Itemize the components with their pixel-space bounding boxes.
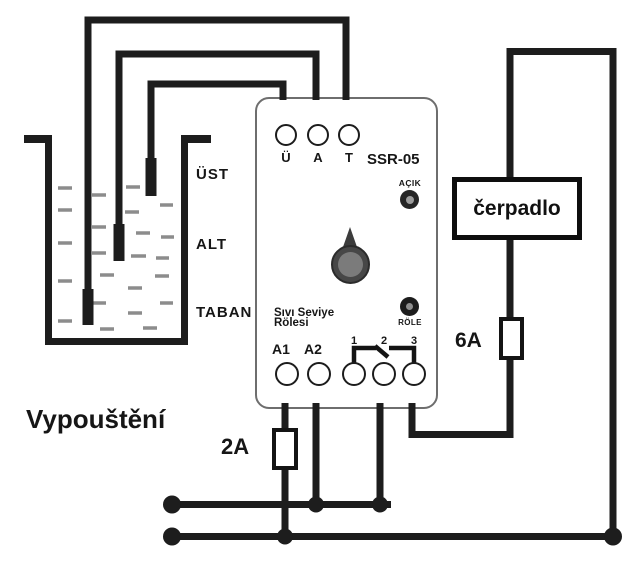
water-ripples	[58, 185, 174, 331]
device-name-line1: Sıvı Seviye	[274, 307, 335, 319]
adjustment-knob	[331, 245, 370, 284]
knob-pointer-icon	[343, 227, 357, 247]
relay-device: Ü A T SSR-05 AÇIK Sıvı Seviye Rölesi RÖL…	[255, 97, 438, 409]
device-name: Sıvı Seviye Rölesi	[274, 307, 335, 329]
fuse-6a-label: 6A	[455, 329, 482, 352]
tank	[24, 135, 211, 345]
terminal-circle-1	[342, 362, 366, 386]
terminal-circle-3	[402, 362, 426, 386]
terminal-label-u: Ü	[281, 150, 291, 165]
caption-vypousteni: Vypouštění	[26, 404, 166, 434]
terminal-circle-u	[275, 124, 297, 146]
changeover-contact-icon	[351, 344, 417, 363]
terminal-circle-2	[372, 362, 396, 386]
level-label-alt: ALT	[196, 236, 228, 253]
terminal-circle-a2	[307, 362, 331, 386]
pump-label: čerpadlo	[473, 196, 561, 220]
junction-dots	[163, 495, 622, 546]
terminal-circle-t	[338, 124, 360, 146]
terminal-label-a: A	[313, 150, 323, 165]
level-label-ust: ÜST	[196, 166, 229, 183]
model-label: SSR-05	[367, 151, 420, 168]
fuse-6a-icon	[499, 317, 524, 360]
power-led-label: AÇIK	[398, 178, 422, 188]
level-label-taban: TABAN	[196, 304, 253, 321]
contact-label-1: 1	[350, 335, 358, 347]
terminal-label-a1: A1	[272, 341, 290, 357]
wire-pump-loop	[408, 48, 617, 537]
terminal-label-t: T	[345, 150, 353, 165]
pump-box: čerpadlo	[452, 177, 582, 240]
relay-led-icon	[400, 297, 419, 316]
terminal-circle-a	[307, 124, 329, 146]
fuse-2a-icon	[272, 428, 298, 470]
contact-label-2: 2	[380, 335, 388, 347]
terminal-circle-a1	[275, 362, 299, 386]
electrode-tips	[82, 158, 157, 325]
power-led-icon	[400, 190, 419, 209]
fuse-2a-label: 2A	[221, 434, 250, 459]
device-name-line2: Rölesi	[274, 317, 309, 329]
relay-led-label: RÖLE	[398, 318, 422, 327]
terminal-label-a2: A2	[304, 341, 322, 357]
